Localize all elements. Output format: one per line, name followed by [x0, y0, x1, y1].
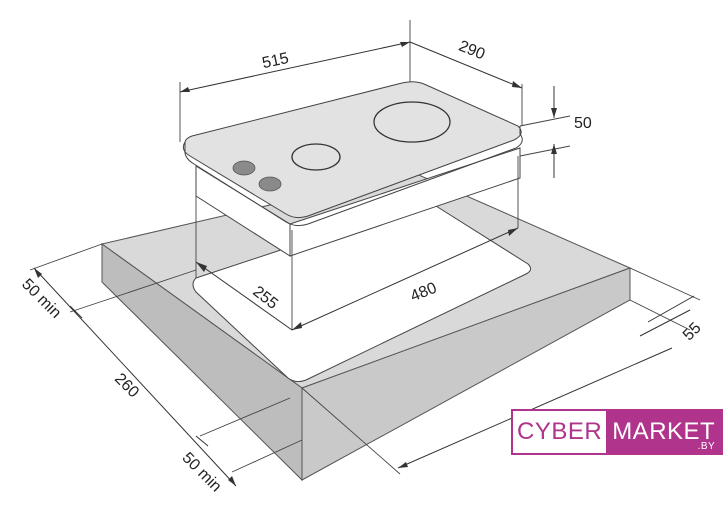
hob-depth-label: 290: [456, 38, 487, 64]
hob-glass-edge: [184, 126, 523, 227]
cybermarket-logo: CYBER MARKET .BY: [511, 409, 724, 455]
knob-icon: [232, 160, 256, 176]
logo-suffix: .BY: [697, 441, 716, 452]
small-burner-icon: [291, 143, 341, 171]
large-burner-icon: [373, 101, 451, 143]
hob-body-side: [289, 147, 521, 257]
back-clearance-label: 50 min: [179, 449, 225, 495]
hob-height-label: 50: [574, 115, 592, 132]
front-clearance-label: 50 min: [18, 276, 64, 322]
worktop: [100, 171, 632, 482]
logo-text-right: MARKET .BY: [606, 411, 722, 453]
worktop-thickness-label: 55: [680, 319, 705, 344]
dimension-lines: [29, 20, 701, 487]
hob: [182, 81, 523, 257]
logo-text-main: MARKET: [612, 418, 716, 445]
knob-icon: [258, 176, 282, 192]
cutout-offset-label: 260: [111, 370, 142, 401]
hob-width-label: 515: [261, 50, 291, 72]
logo-text-left: CYBER: [513, 411, 607, 453]
